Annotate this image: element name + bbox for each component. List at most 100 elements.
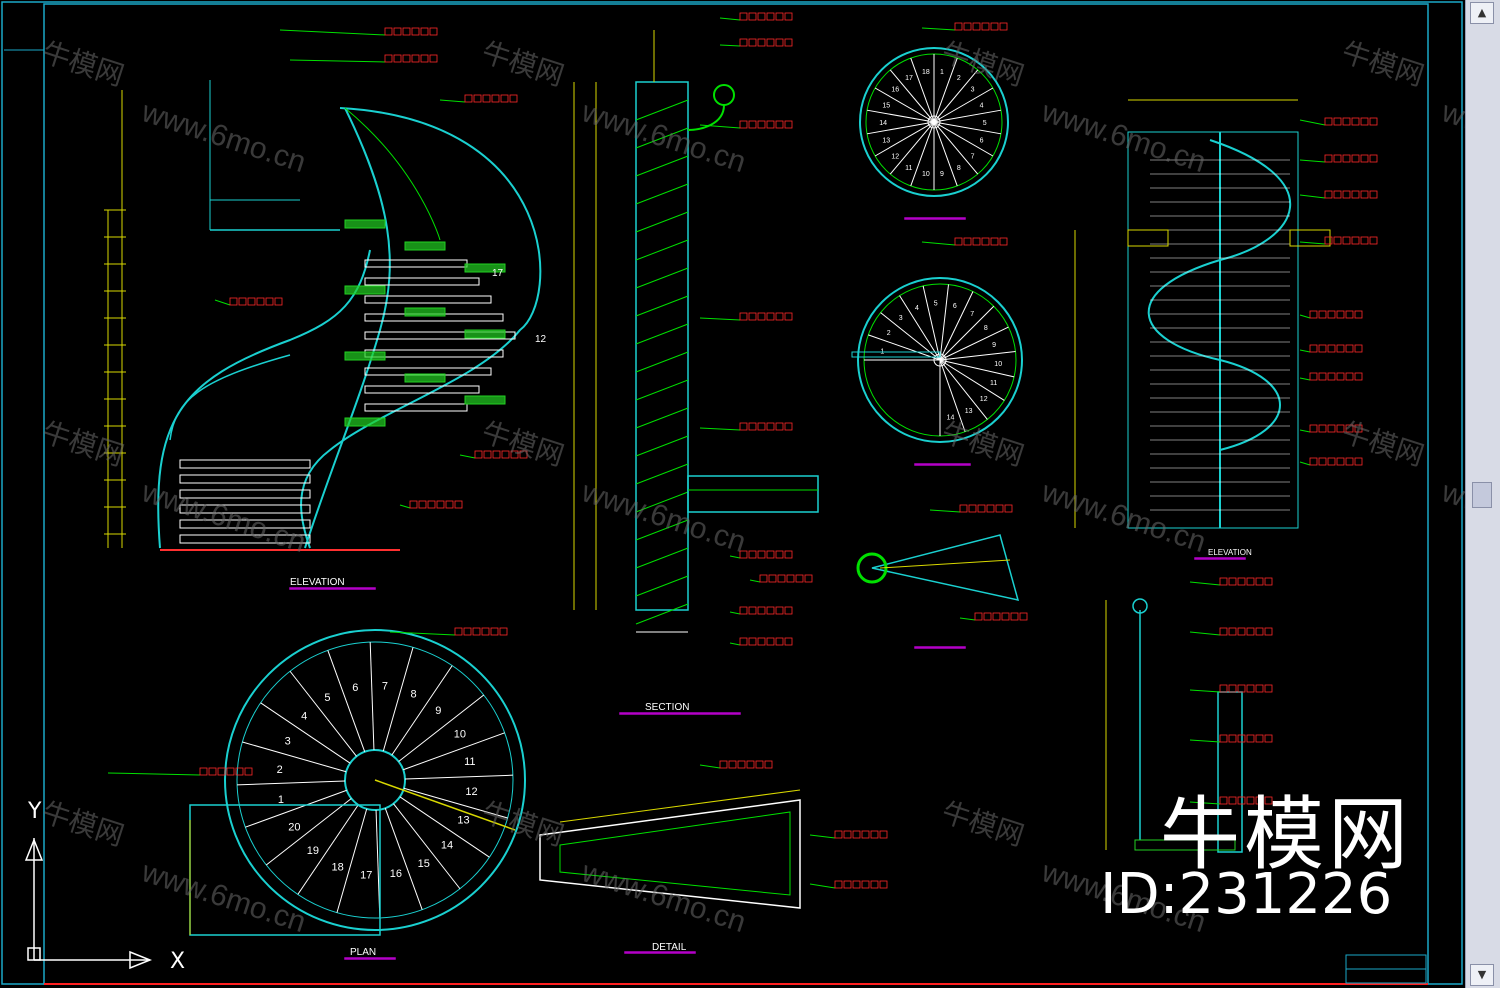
annotation-glyph	[784, 120, 793, 129]
annotation-glyph	[1342, 154, 1351, 163]
red-annotations	[107, 12, 1378, 889]
drawing-frame	[1, 1, 1463, 985]
annotation-glyph	[834, 830, 843, 839]
scroll-up-button[interactable]: ▲	[1470, 2, 1494, 24]
mid-plan-number: 14	[947, 415, 955, 422]
annotation-glyph	[393, 27, 402, 36]
annotation-leader	[1189, 801, 1221, 805]
tread-nosing	[404, 373, 446, 383]
annotation-glyph	[1354, 424, 1363, 433]
annotation-glyph	[1369, 190, 1378, 199]
top-plan-number: 18	[922, 69, 930, 76]
plan-tread-line	[289, 670, 357, 757]
annotation-glyph	[852, 830, 861, 839]
annotation-glyph	[473, 94, 482, 103]
top-plan-number: 3	[971, 87, 975, 94]
plan-step-number: 15	[418, 858, 430, 870]
ucs-y-label: Y	[27, 799, 42, 824]
annotation-glyph	[775, 312, 784, 321]
annotation-glyph	[870, 880, 879, 889]
annotation-glyph	[737, 760, 746, 769]
small-plan-tread	[939, 291, 974, 361]
hatch-line	[635, 575, 689, 597]
annotation-leader	[1189, 739, 1221, 743]
top-plan-number: 12	[891, 153, 899, 160]
scroll-thumb[interactable]	[1472, 482, 1492, 508]
annotation-glyph	[748, 422, 757, 431]
tread-nosing	[404, 241, 446, 251]
hatch-line	[635, 379, 689, 401]
annotation-glyph	[1351, 190, 1360, 199]
annotation-glyph	[429, 27, 438, 36]
tread-detail-inner	[559, 811, 791, 896]
annotation-glyph	[256, 297, 265, 306]
scroll-down-button[interactable]: ▼	[1470, 964, 1494, 986]
top-plan-number: 10	[922, 171, 930, 178]
top-plan-number: 6	[980, 138, 984, 145]
annotation-glyph	[265, 297, 274, 306]
tread-detail-outline	[539, 799, 801, 909]
annotation-leader	[729, 555, 741, 559]
annotation-glyph	[510, 450, 519, 459]
annotation-glyph	[454, 500, 463, 509]
top-plan-number: 11	[905, 165, 912, 172]
title-section: SECTION	[645, 702, 689, 713]
annotation-glyph	[739, 637, 748, 646]
annotation-leader	[699, 317, 741, 321]
annotation-glyph	[1004, 504, 1013, 513]
annotation-glyph	[1237, 796, 1246, 805]
annotation-glyph	[1345, 310, 1354, 319]
annotation-leader	[921, 241, 956, 246]
small-plan-tread	[933, 121, 1002, 135]
annotation-glyph	[784, 12, 793, 21]
small-plan-tread	[933, 87, 994, 123]
plan-step-number: 14	[441, 839, 453, 851]
plan-step-number: 12	[465, 786, 477, 798]
tread-lower	[179, 489, 311, 499]
annotation-glyph	[739, 38, 748, 47]
small-plan-tread	[939, 284, 950, 361]
small-plan-tread	[922, 285, 941, 361]
small-plan-tread	[874, 121, 935, 157]
plan-step-number: 3	[285, 735, 291, 747]
plan-tread-line	[403, 787, 508, 819]
top-plan-number: 7	[971, 153, 975, 160]
plan-tread-line	[382, 647, 414, 752]
vertical-scrollbar[interactable]: ▲ ▼	[1465, 0, 1500, 988]
tread-upper	[364, 277, 480, 286]
annotation-glyph	[1333, 154, 1342, 163]
watermark-tile-url: www.6mo.cn	[1037, 95, 1210, 179]
title-underline	[1194, 557, 1246, 560]
tread-nosing	[464, 395, 506, 405]
plan-step-number: 10	[454, 728, 466, 740]
annotation-glyph	[1324, 154, 1333, 163]
annotation-glyph	[1360, 154, 1369, 163]
annotation-glyph	[384, 54, 393, 63]
small-plan-tread	[939, 305, 995, 361]
annotation-glyph	[784, 38, 793, 47]
plan-tread-line	[403, 732, 505, 771]
title-underline	[619, 712, 741, 715]
handrail-bracket	[687, 104, 725, 131]
annotation-glyph	[739, 12, 748, 21]
mid-plan-number: 11	[990, 380, 997, 387]
small-plan-tread	[939, 350, 1016, 361]
annotation-glyph	[418, 500, 427, 509]
annotation-glyph	[501, 450, 510, 459]
tread-nosing	[344, 285, 386, 295]
annotation-leader	[1189, 689, 1221, 693]
annotation-leader	[959, 617, 976, 621]
annotation-glyph	[1354, 344, 1363, 353]
annotation-glyph	[784, 422, 793, 431]
watermark-tile-logo: 牛模网	[38, 416, 127, 471]
annotation-glyph	[1345, 372, 1354, 381]
annotation-glyph	[748, 120, 757, 129]
annotation-glyph	[244, 767, 253, 776]
small-plan-tread	[939, 359, 966, 432]
watermark-tile-logo: 牛模网	[938, 36, 1027, 91]
annotation-glyph	[775, 422, 784, 431]
tread-upper	[364, 259, 468, 268]
annotation-leader	[107, 772, 201, 776]
